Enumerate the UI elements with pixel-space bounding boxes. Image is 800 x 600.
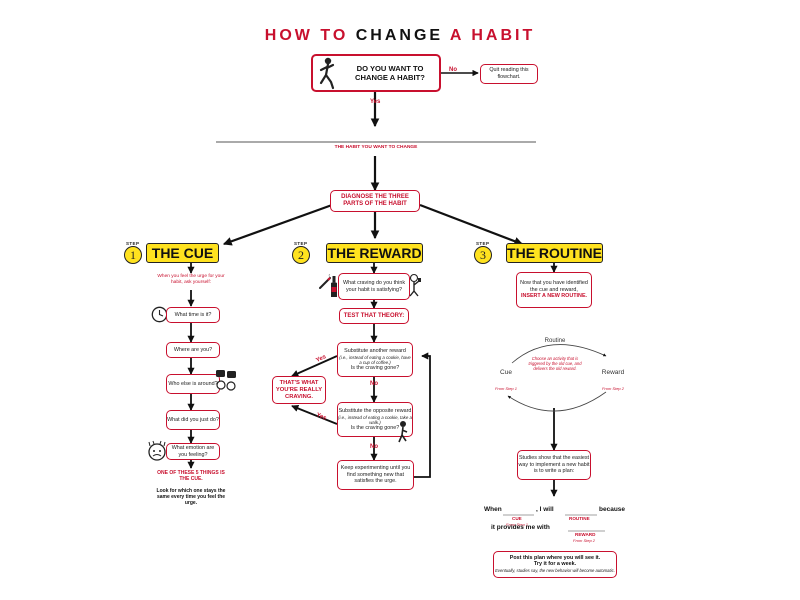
- quit-box: Quit reading this flowchart.: [480, 64, 538, 84]
- start-question-text: DO YOU WANT TO CHANGE A HABIT?: [355, 64, 425, 82]
- step-2-badge: 2: [292, 246, 310, 264]
- studies-text: Studies show that the easiest way to imp…: [518, 455, 590, 475]
- step-3-badge: 3: [474, 246, 492, 264]
- loop-reward-from: From Step 2: [601, 386, 624, 391]
- plan-cue-from: From Step 1: [506, 522, 529, 527]
- craving-result-box: THAT'S WHAT YOU'RE REALLY CRAVING.: [272, 376, 326, 404]
- post-line-1: Post this plan where you will see it.: [509, 554, 601, 561]
- cue-question-place-text: Where are you?: [173, 346, 213, 353]
- step-3-title: THE ROUTINE: [506, 243, 603, 263]
- plan-when: When: [484, 506, 502, 513]
- reward-no-label-1: No: [370, 381, 378, 387]
- sub2-title: Substitute the opposite reward: [338, 407, 412, 414]
- reward-question-box: What craving do you think your habit is …: [338, 273, 410, 300]
- cue-question-people: Who else is around?: [166, 374, 220, 394]
- substitute-reward-box: Substitute another reward (i.e., instead…: [337, 342, 413, 377]
- loop-cue-label: Cue: [500, 369, 512, 376]
- substitute-opposite-box: Substitute the opposite reward (i.e., in…: [337, 402, 413, 437]
- cue-question-place: Where are you?: [166, 342, 220, 358]
- loop-cue-from: From Step 1: [494, 386, 517, 391]
- cue-intro: When you feel the urge for your habit, a…: [157, 274, 225, 285]
- sub1-title: Substitute another reward: [344, 347, 406, 354]
- title-part-2: CHANGE: [355, 27, 444, 44]
- wine-bottle-icon: [331, 276, 337, 297]
- step-2-title: THE REWARD: [326, 243, 423, 263]
- craving-result-text: THAT'S WHAT YOU'RE REALLY CRAVING.: [275, 379, 323, 400]
- loop-routine-label: Routine: [544, 338, 566, 344]
- person-walking-icon: [398, 421, 408, 443]
- test-theory-text: TEST THAT THEORY:: [343, 312, 405, 319]
- sub2-question: Is the craving gone?: [350, 424, 400, 431]
- reward-no-label-2: No: [370, 444, 378, 450]
- diagnose-box: DIAGNOSE THE THREE PARTS OF THE HABIT: [330, 190, 420, 212]
- keep-experimenting-box: Keep experimenting until you find someth…: [337, 460, 414, 490]
- routine-intro-black: Now that you have identified the cue and…: [520, 280, 588, 293]
- keep-experimenting-text: Keep experimenting until you find someth…: [340, 465, 411, 485]
- routine-intro-box: Now that you have identified the cue and…: [516, 272, 592, 308]
- cue-question-action: What did you just do?: [166, 410, 220, 430]
- diagnose-text: DIAGNOSE THE THREE PARTS OF THE HABIT: [341, 194, 409, 207]
- plan-reward-label: REWARD: [575, 532, 596, 537]
- post-note: Eventually, studies say, the new behavio…: [495, 567, 615, 573]
- page-title: HOW TO CHANGE A HABIT: [0, 27, 800, 45]
- cue-conclusion-black: Look for which one stays the same every …: [156, 488, 226, 507]
- running-man-icon: [319, 57, 335, 90]
- cue-question-emotion: What emotion are you feeling?: [166, 443, 220, 460]
- step-1-word: STEP: [126, 241, 140, 246]
- studies-box: Studies show that the easiest way to imp…: [517, 450, 591, 480]
- title-part-3: A HABIT: [449, 27, 536, 44]
- plan-cue-label: CUE: [512, 516, 522, 521]
- cigarette-icon: [319, 274, 331, 289]
- step-2-word: STEP: [294, 241, 308, 246]
- reward-question-text: What craving do you think your habit is …: [342, 279, 406, 293]
- plan-because: because: [599, 506, 626, 513]
- quit-text: Quit reading this flowchart.: [489, 67, 529, 80]
- person-drinking-icon: [409, 273, 421, 297]
- yes-label: Yes: [370, 99, 381, 105]
- test-theory-box: TEST THAT THEORY:: [339, 308, 409, 324]
- cue-conclusion-red: ONE OF THESE 5 THINGS IS THE CUE.: [157, 470, 225, 483]
- title-part-1: HOW TO: [264, 27, 349, 44]
- stressed-face-icon: [148, 440, 166, 461]
- cue-question-time: What time is it?: [166, 307, 220, 323]
- habit-line-label: THE HABIT YOU WANT TO CHANGE: [334, 145, 418, 150]
- routine-intro-red: INSERT A NEW ROUTINE.: [520, 293, 588, 300]
- loop-reward-label: Reward: [601, 369, 625, 376]
- sub1-example: (i.e., instead of eating a cookie, have …: [339, 354, 411, 365]
- step-1-title: THE CUE: [146, 243, 219, 263]
- post-line-2: Try it for a week.: [533, 561, 577, 568]
- post-plan-box: Post this plan where you will see it. Tr…: [493, 551, 617, 578]
- cue-question-action-text: What did you just do?: [167, 416, 219, 423]
- plan-provides: it provides me with: [491, 524, 550, 531]
- loop-description: Choose an activity that is triggered by …: [528, 356, 582, 371]
- cue-question-people-text: Who else is around?: [168, 380, 218, 387]
- cue-question-emotion-text: What emotion are you feeling?: [171, 444, 215, 458]
- clock-icon: [151, 306, 168, 323]
- step-3-word: STEP: [476, 241, 490, 246]
- step-1-badge: 1: [124, 246, 142, 264]
- plan-routine-label: ROUTINE: [569, 516, 590, 521]
- people-talking-icon: [216, 370, 236, 391]
- no-label: No: [449, 67, 457, 73]
- cue-question-time-text: What time is it?: [174, 311, 212, 318]
- sub2-example: (i.e., instead of eating a cookie, take …: [338, 414, 412, 425]
- plan-will: , I will: [536, 506, 554, 513]
- sub1-question: Is the craving gone?: [350, 364, 400, 371]
- plan-reward-from: From Step 2: [573, 538, 596, 543]
